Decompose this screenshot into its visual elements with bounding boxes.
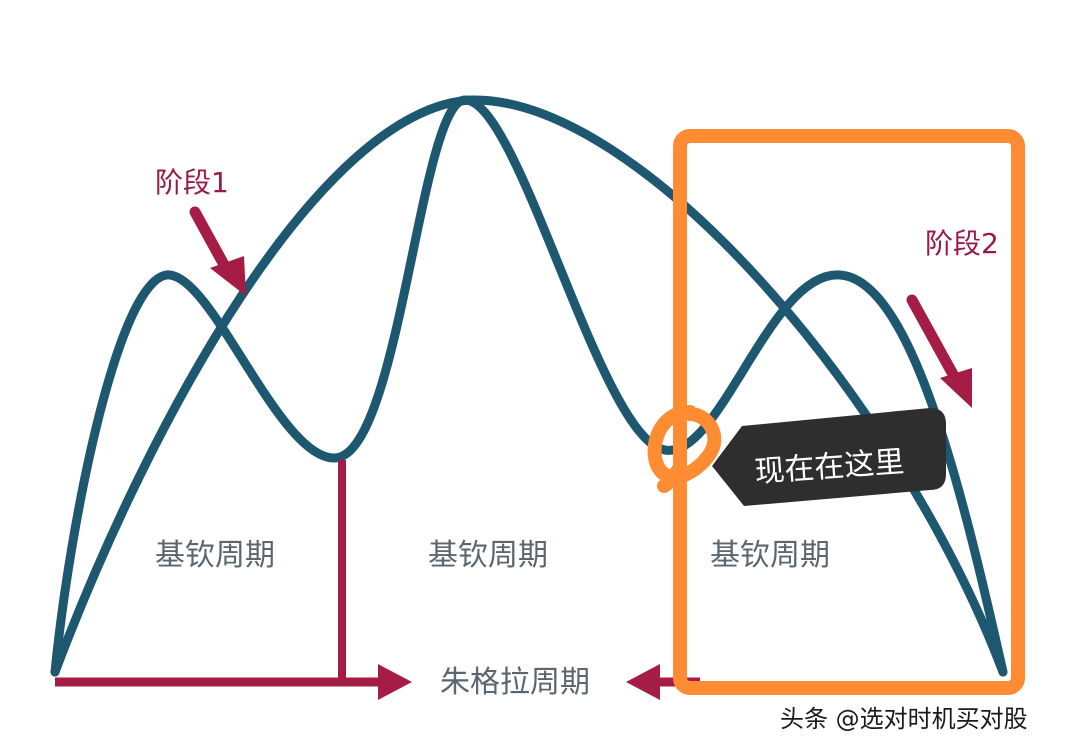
- kitchin-cycle-label-1: 基钦周期: [155, 538, 275, 573]
- callout-bubble: 现在在这里: [712, 408, 946, 506]
- juglar-left-arrow: [55, 460, 412, 700]
- juglar-cycle-label: 朱格拉周期: [440, 665, 590, 700]
- stage-1-label: 阶段1: [155, 166, 229, 199]
- stage-2-label: 阶段2: [925, 227, 999, 260]
- stage-2-arrow: [906, 294, 972, 408]
- current-position-mark: [647, 405, 722, 493]
- watermark-text: 头条 @选对时机买对股: [780, 705, 1028, 733]
- stage-1-arrow: [189, 206, 246, 296]
- kitchin-cycle-label-2: 基钦周期: [428, 538, 548, 573]
- kitchin-cycle-label-3: 基钦周期: [710, 538, 830, 573]
- highlight-box: [673, 129, 1025, 695]
- kitchin-wave-curve: [50, 95, 1008, 677]
